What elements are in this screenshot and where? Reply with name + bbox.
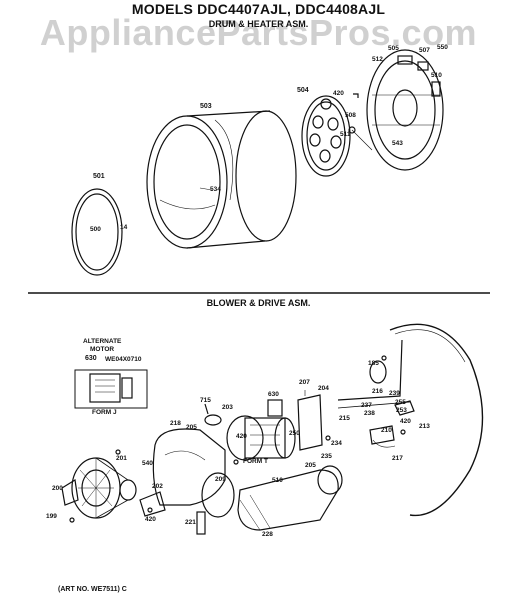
label-507: 507 bbox=[419, 47, 430, 54]
drum-shell bbox=[146, 110, 297, 249]
clamp-203 bbox=[204, 414, 222, 426]
section-title-blower: BLOWER & DRIVE ASM. bbox=[206, 298, 311, 308]
label-237: 237 bbox=[361, 402, 372, 409]
screw-185 bbox=[381, 355, 387, 361]
label-216: 216 bbox=[372, 388, 383, 395]
label-203: 203 bbox=[222, 404, 233, 411]
label-511: 511 bbox=[340, 131, 351, 138]
label-508: 508 bbox=[345, 112, 356, 119]
form-j-label: FORM J bbox=[92, 409, 117, 416]
page-title: MODELS DDC4407AJL, DDC4408AJL bbox=[131, 1, 386, 17]
label-420-drum: 420 bbox=[333, 90, 344, 97]
label-234: 234 bbox=[331, 440, 342, 447]
label-218: 218 bbox=[170, 420, 181, 427]
screw-420b bbox=[400, 429, 406, 435]
form-t-label: FORM T bbox=[243, 458, 268, 465]
drive-belt bbox=[389, 323, 484, 517]
label-550: 550 bbox=[437, 44, 448, 51]
motor-label: MOTOR bbox=[90, 346, 115, 353]
label-420-b: 420 bbox=[400, 418, 411, 425]
label-209: 209 bbox=[215, 476, 226, 483]
front-seal-ring bbox=[71, 188, 123, 276]
label-205-b: 205 bbox=[305, 462, 316, 469]
blower-housing bbox=[152, 428, 235, 518]
label-540: 540 bbox=[142, 460, 153, 467]
section-title-drum: DRUM & HEATER ASM. bbox=[208, 19, 309, 29]
label-228: 228 bbox=[262, 531, 273, 538]
label-503: 503 bbox=[200, 103, 212, 110]
drive-motor bbox=[226, 399, 296, 461]
label-204: 204 bbox=[318, 385, 329, 392]
screw-540 bbox=[115, 449, 121, 455]
clip-420 bbox=[353, 93, 359, 98]
label-238: 238 bbox=[364, 410, 375, 417]
label-221: 221 bbox=[185, 519, 196, 526]
label-202: 202 bbox=[152, 483, 163, 490]
screw-420a bbox=[233, 459, 239, 465]
motor-mount bbox=[297, 394, 323, 451]
label-512: 512 bbox=[372, 56, 383, 63]
label-505: 505 bbox=[388, 45, 399, 52]
bracket-202 bbox=[139, 491, 166, 517]
label-201: 201 bbox=[116, 455, 127, 462]
watermark: AppliancePartsPros.com bbox=[39, 12, 478, 53]
label-239: 239 bbox=[389, 390, 400, 397]
label-213: 213 bbox=[419, 423, 430, 430]
label-217: 217 bbox=[392, 455, 403, 462]
label-420-a: 420 bbox=[236, 433, 247, 440]
label-210: 210 bbox=[381, 427, 392, 434]
seal-221 bbox=[196, 511, 206, 535]
label-500: 500 bbox=[90, 226, 101, 233]
label-14: 14 bbox=[120, 224, 128, 231]
label-207: 207 bbox=[299, 379, 310, 386]
label-215: 215 bbox=[339, 415, 350, 422]
label-543: 543 bbox=[392, 140, 403, 147]
art-number: (ART NO. WE7511) C bbox=[58, 586, 127, 593]
alternate-motor-illustration bbox=[74, 369, 148, 409]
alternate-label: ALTERNATE bbox=[83, 338, 122, 345]
drum-rear-disc bbox=[301, 95, 351, 177]
label-510: 510 bbox=[431, 72, 442, 79]
bearing-508 bbox=[348, 126, 356, 134]
label-630-alt: 630 bbox=[85, 355, 97, 362]
label-255: 255 bbox=[395, 399, 406, 406]
label-250: 250 bbox=[289, 430, 300, 437]
alt-motor-part-number: WE04X0710 bbox=[105, 356, 142, 363]
label-253: 253 bbox=[396, 407, 407, 414]
label-185: 185 bbox=[368, 360, 379, 367]
label-504: 504 bbox=[297, 87, 309, 94]
label-420-c: 420 bbox=[145, 516, 156, 523]
exhaust-duct bbox=[237, 465, 343, 531]
rear-bulkhead bbox=[366, 49, 444, 171]
idler-arm bbox=[337, 339, 403, 401]
blower-wheel bbox=[71, 457, 137, 519]
screw-234 bbox=[325, 435, 331, 441]
idler-pulley bbox=[369, 360, 387, 384]
part-715 bbox=[204, 403, 209, 415]
bracket-210 bbox=[369, 425, 395, 445]
label-501: 501 bbox=[93, 173, 105, 180]
label-534: 534 bbox=[210, 186, 221, 193]
label-630: 630 bbox=[268, 391, 279, 398]
screw-420c bbox=[147, 507, 153, 513]
label-200: 200 bbox=[52, 485, 63, 492]
screw-199 bbox=[69, 517, 75, 523]
label-205-a: 205 bbox=[186, 424, 197, 431]
label-235: 235 bbox=[321, 453, 332, 460]
label-199: 199 bbox=[46, 513, 57, 520]
label-510-b: 510 bbox=[272, 477, 283, 484]
label-715: 715 bbox=[200, 397, 211, 404]
blower-cover bbox=[61, 479, 79, 506]
